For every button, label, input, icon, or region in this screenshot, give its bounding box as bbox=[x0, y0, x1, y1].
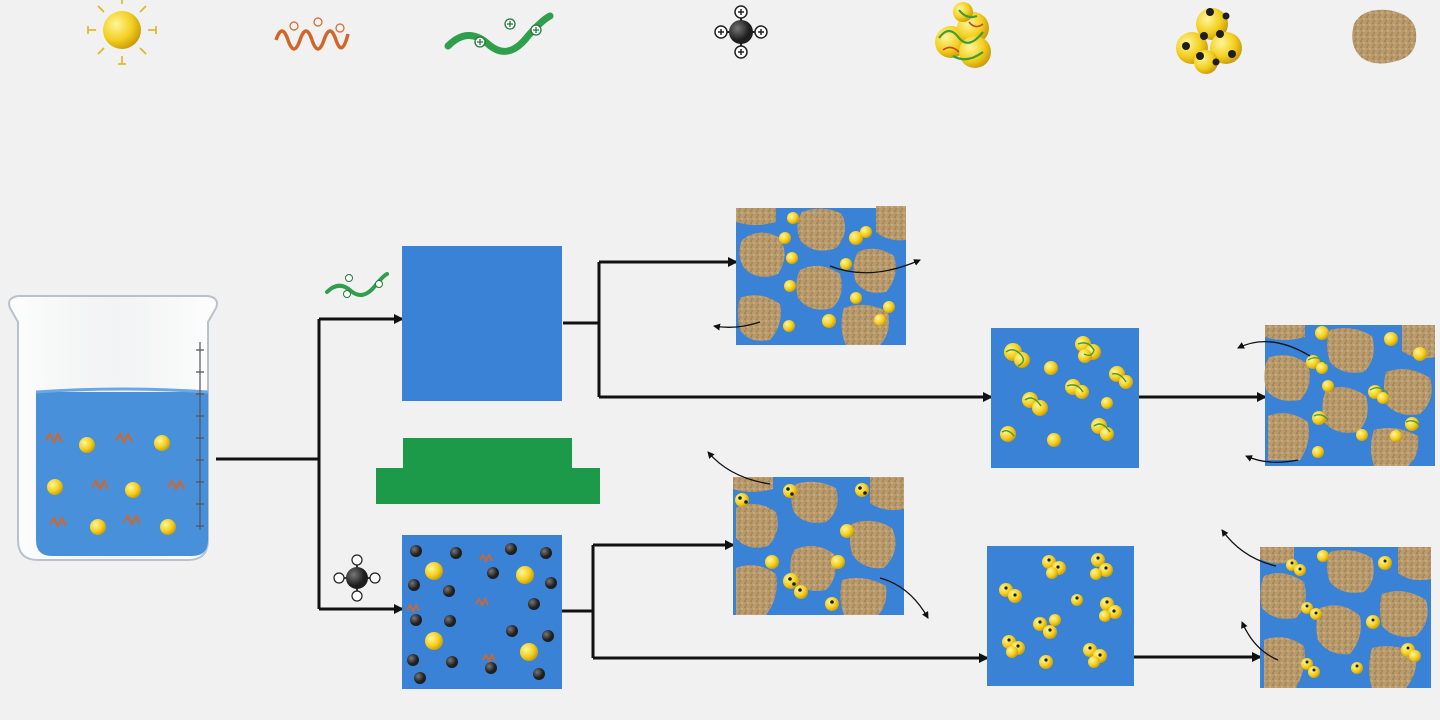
sand-grain-icon bbox=[1352, 9, 1417, 64]
polymer-wrapped-particle-cluster-icon bbox=[935, 2, 991, 68]
yellow-particle-icon bbox=[87, 0, 157, 65]
cationic-ion-icon bbox=[333, 554, 381, 602]
lower-final-panel bbox=[1221, 529, 1431, 688]
beaker-with-suspension bbox=[8, 295, 218, 561]
green-charged-polymer-icon bbox=[325, 272, 389, 298]
cationic-ion-icon bbox=[714, 5, 768, 59]
lower-mixing-panel bbox=[402, 535, 562, 689]
legend-row bbox=[87, 0, 1417, 74]
orange-polymer-icon bbox=[274, 17, 350, 51]
lower-cluster-panel bbox=[987, 546, 1134, 686]
green-charged-polymer-icon bbox=[444, 12, 554, 55]
suspended-particles bbox=[45, 431, 185, 535]
ion-bridged-particle-cluster-icon bbox=[1176, 8, 1242, 74]
flow-arrows bbox=[216, 257, 1267, 663]
lower-sand-filter-panel bbox=[707, 451, 929, 619]
water bbox=[36, 392, 208, 556]
graduation-marks bbox=[196, 342, 204, 530]
upper-mixing-panel bbox=[402, 246, 562, 401]
green-separator-bar bbox=[376, 438, 600, 504]
upper-final-panel bbox=[1237, 325, 1435, 466]
upper-sand-filter-panel bbox=[713, 206, 921, 345]
upper-cluster-panel bbox=[991, 328, 1139, 468]
